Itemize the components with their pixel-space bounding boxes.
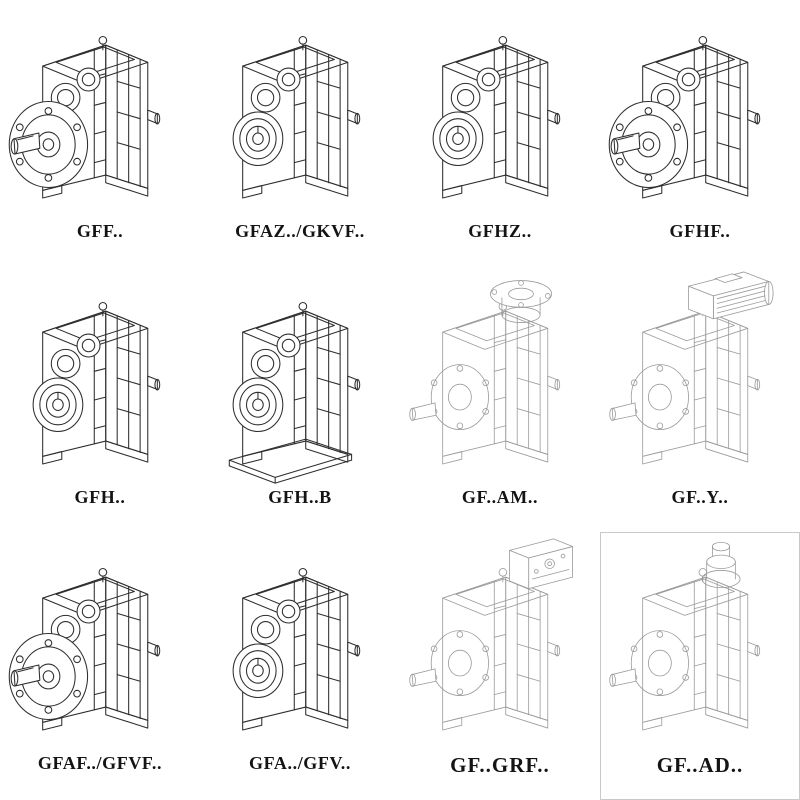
gfad-shaft-adapter-gearbox-drawing xyxy=(609,541,761,731)
gfhb-gearbox-drawing xyxy=(228,302,361,484)
gearbox-model-label: GF..Y.. xyxy=(671,487,729,507)
gearbox-model-label: GFF.. xyxy=(76,221,124,241)
gff-flange-gearbox-drawing xyxy=(8,36,161,199)
gfaf-gfvf-flange-gearbox-drawing xyxy=(8,568,161,731)
gearbox-cell: GFH..B xyxy=(200,266,400,532)
gearbox-model-label: GFAZ../GKVF.. xyxy=(235,221,365,241)
gearbox-model-label: GF..GRF.. xyxy=(450,753,550,777)
gearbox-model-label: GFH.. xyxy=(74,487,126,507)
gearbox-model-label: GFHF.. xyxy=(669,221,731,241)
gearbox-model-label: GFH..B xyxy=(268,487,332,507)
gearbox-model-label: GFA../GFV.. xyxy=(249,753,351,773)
gearbox-cell: GFH.. xyxy=(0,266,200,532)
gfaz-gkvf-gearbox-drawing xyxy=(232,36,361,199)
gearbox-cell: GFF.. xyxy=(0,0,200,266)
gearbox-model-label: GFAF../GFVF.. xyxy=(37,753,163,773)
gearbox-cell: GFAZ../GKVF.. xyxy=(200,0,400,266)
gearbox-model-label: GFHZ.. xyxy=(468,221,532,241)
gearbox-cell: GFAF../GFVF.. xyxy=(0,532,200,800)
gearbox-cell: GFHF.. xyxy=(600,0,800,266)
gfy-motor-gearbox-drawing xyxy=(609,271,774,465)
gfam-adapter-flange-gearbox-drawing xyxy=(409,280,561,465)
gearbox-cell: GF..GRF.. xyxy=(400,532,600,800)
gearbox-model-label: GF..AM.. xyxy=(461,487,539,507)
gearbox-cell: GF..Y.. xyxy=(600,266,800,532)
gearbox-cell: GFA../GFV.. xyxy=(200,532,400,800)
gearbox-cell: GF..AM.. xyxy=(400,266,600,532)
gfhf-flange-gearbox-drawing xyxy=(608,36,761,199)
gfgrf-adapter-gearbox-drawing xyxy=(409,538,574,731)
gfhz-gearbox-drawing xyxy=(432,36,561,199)
gfa-gfv-gearbox-drawing xyxy=(232,568,361,731)
gearbox-cell: GFHZ.. xyxy=(400,0,600,266)
gfh-gearbox-drawing xyxy=(32,302,161,465)
gearbox-cell: GF..AD.. xyxy=(600,532,800,800)
gearbox-model-label: GF..AD.. xyxy=(656,753,744,777)
